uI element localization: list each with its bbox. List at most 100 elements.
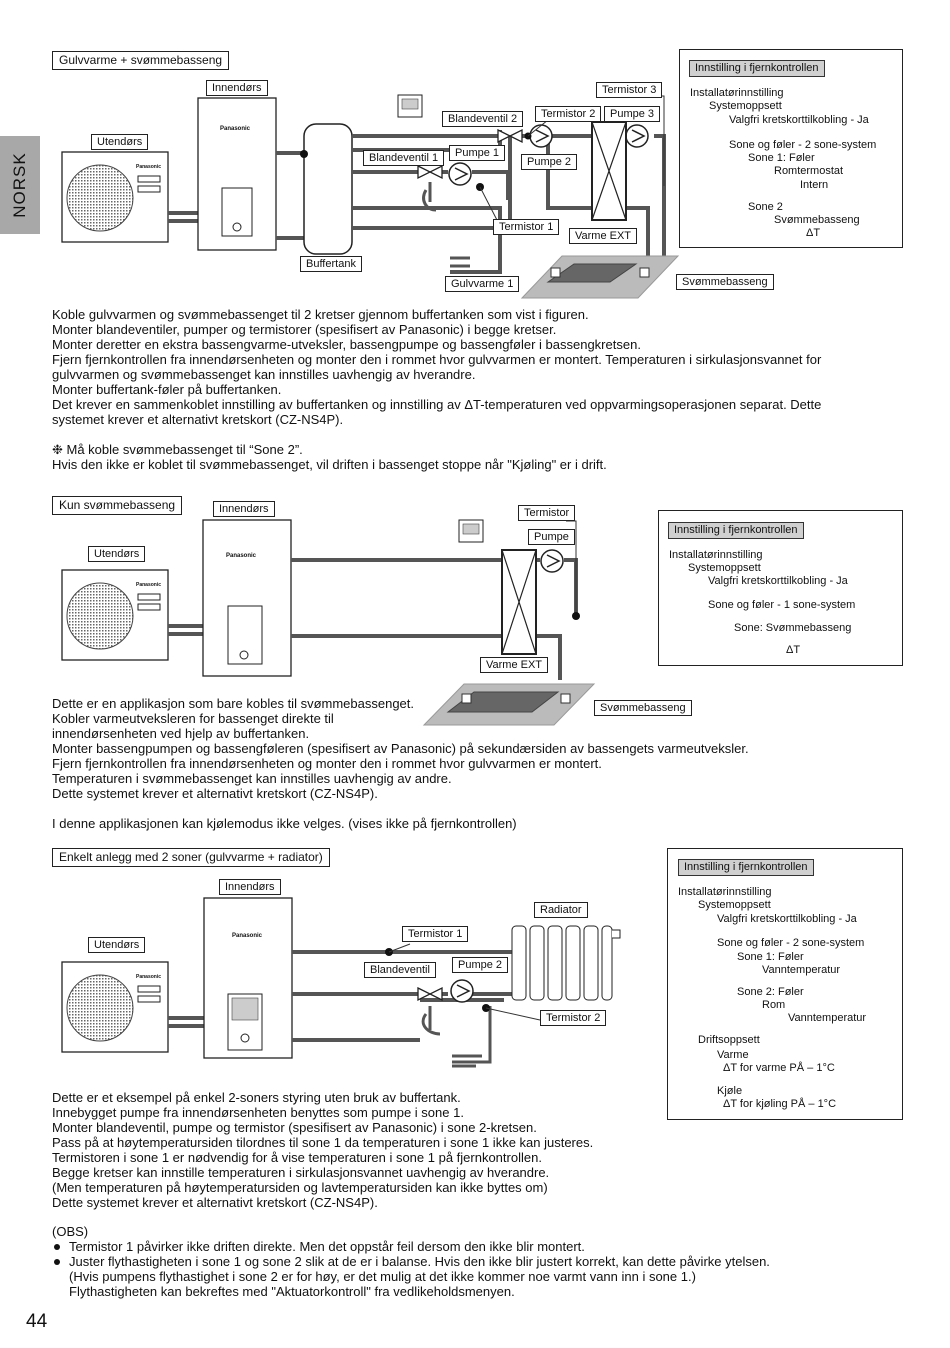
pool-1	[520, 255, 680, 299]
remote-line: Romtermostat	[774, 165, 844, 177]
text-line: Det krever en sammenkoblet innstilling a…	[52, 397, 822, 412]
text-line: I denne applikasjonen kan kjølemodus ikk…	[52, 816, 517, 831]
remote-line: Sone og føler - 2 sone-system	[717, 937, 865, 949]
diagram-3	[61, 897, 621, 1068]
text-line: Temperaturen i svømmebassenget kan innst…	[52, 771, 452, 786]
remote-line: ΔT	[806, 227, 821, 239]
obs-notes: (OBS) Termistor 1 påvirker ikke driften …	[52, 1224, 770, 1299]
text-line: ❉ Må koble svømmebassenget til “Sone 2”.	[52, 442, 303, 457]
brand-label: Panasonic	[136, 164, 162, 170]
language-tab: NORSK	[0, 136, 40, 234]
remote-settings-box-2: Innstilling i fjernkontrollen Installatø…	[658, 510, 903, 666]
text-line: gulvvarmen og svømmebassenget kan innsti…	[52, 367, 476, 382]
text-line: Dette er en applikasjon som bare kobles …	[52, 696, 415, 711]
text-line: Fjern fjernkontrollen fra innendørsenhet…	[52, 756, 602, 771]
remote-line: Sone 2	[748, 201, 783, 213]
heat-exchanger-2	[501, 549, 537, 655]
bullet-icon	[54, 1243, 60, 1250]
remote-line: Valgfri kretskorttilkobling - Ja	[717, 913, 857, 925]
text-line: Monter buffertank-føler på buffertanken.	[52, 382, 282, 397]
label-svommebasseng: Svømmebasseng	[594, 700, 692, 716]
remote-line: Intern	[800, 179, 829, 191]
label-varme-ext: Varme EXT	[569, 228, 638, 244]
label-pumpe: Pumpe	[528, 529, 575, 545]
text-line: Dette systemet krever et alternativt kre…	[52, 786, 378, 801]
section3-title: Enkelt anlegg med 2 soner (gulvvarme + r…	[52, 848, 330, 867]
label-svommebasseng: Svømmebasseng	[676, 274, 774, 290]
text-line: Monter deretter en ekstra bassengvarme-u…	[52, 337, 641, 352]
text-line: innendørsenheten ved hjelp av buffertank…	[52, 726, 310, 741]
label-termistor-2: Termistor 2	[535, 106, 602, 122]
brand-label: Panasonic	[136, 582, 162, 588]
remote-line: Systemoppsett	[688, 562, 761, 574]
label-radiator: Radiator	[534, 902, 588, 918]
outdoor-unit-1	[61, 151, 169, 243]
remote-settings-header: Innstilling i fjernkontrollen	[689, 60, 825, 77]
remote-settings-box-3: Innstilling i fjernkontrollen Installatø…	[667, 848, 903, 1120]
brand-label: Panasonic	[226, 549, 257, 563]
buffer-tank-1	[303, 123, 353, 255]
pump-2-icon	[529, 124, 553, 148]
outdoor-unit-3	[61, 961, 169, 1053]
brand-label: Panasonic	[220, 122, 251, 136]
section1-title: Gulvvarme + svømmebasseng	[52, 51, 230, 70]
label-innendors: Innendørs	[213, 501, 275, 517]
remote-line: Installatørinnstilling	[669, 549, 763, 561]
remote-line: Systemoppsett	[698, 899, 771, 911]
label-varme-ext: Varme EXT	[480, 657, 549, 673]
section3-text: Dette er et eksempel på enkel 2-soners s…	[52, 1090, 593, 1210]
remote-line: Valgfri kretskorttilkobling - Ja	[729, 114, 869, 126]
remote-line: Svømmebasseng	[774, 214, 860, 226]
outdoor-unit-2	[61, 569, 169, 661]
remote-line: Vanntemperatur	[788, 1012, 867, 1024]
text-line: Monter bassengpumpen og bassengføleren (…	[52, 741, 749, 756]
text-line: Monter blandeventiler, pumper og termist…	[52, 322, 557, 337]
label-buffertank: Buffertank	[300, 256, 362, 272]
label-termistor: Termistor	[518, 505, 576, 521]
text-line: Dette er et eksempel på enkel 2-soners s…	[52, 1090, 461, 1105]
label-pumpe-2: Pumpe 2	[452, 957, 509, 973]
indoor-unit-1	[197, 97, 277, 251]
label-blandeventil-2: Blandeventil 2	[442, 111, 524, 127]
label-utendors: Utendørs	[88, 546, 146, 562]
remote-line: ΔT for kjøling PÅ – 1°C	[723, 1098, 837, 1110]
mixing-valve-icon	[417, 986, 443, 1002]
brand-label: Panasonic	[136, 974, 162, 980]
label-utendors: Utendørs	[91, 134, 149, 150]
remote-line: Sone: Svømmebasseng	[734, 622, 852, 634]
remote-settings-header: Innstilling i fjernkontrollen	[678, 859, 814, 876]
label-termistor-1: Termistor 1	[493, 219, 560, 235]
pump-1-icon	[448, 162, 472, 186]
text-line	[52, 427, 821, 442]
remote-line: Kjøle	[717, 1085, 743, 1097]
remote-controller-1-icon	[397, 94, 423, 118]
text-line: Hvis den ikke er koblet til svømmebassen…	[52, 457, 607, 472]
mixing-valve-2-icon	[497, 128, 523, 144]
obs-bullet-text: Termistor 1 påvirker ikke driften direkt…	[69, 1239, 585, 1254]
obs-bullet-text: Juster flythastigheten i sone 1 og sone …	[69, 1254, 770, 1269]
text-line: Innebygget pumpe fra innendørsenheten be…	[52, 1105, 464, 1120]
text-line: systemet krever et alternativt kretskort…	[52, 412, 344, 427]
pump-2-zone-icon	[450, 979, 474, 1003]
remote-line: ΔT	[786, 644, 801, 656]
remote-controller-2-icon	[458, 519, 484, 543]
remote-line: Sone 1: Føler	[737, 951, 804, 963]
remote-line: Systemoppsett	[709, 100, 782, 112]
mixing-valve-1-icon	[417, 164, 443, 180]
heat-exchanger-1	[591, 121, 627, 221]
remote-line: Sone og føler - 1 sone-system	[708, 599, 856, 611]
label-pumpe-2: Pumpe 2	[521, 154, 578, 170]
section1-text: Koble gulvvarmen og svømmebassenget til …	[52, 307, 821, 472]
label-pumpe-1: Pumpe 1	[449, 145, 506, 161]
label-termistor-3: Termistor 3	[596, 82, 663, 98]
label-termistor-1: Termistor 1	[402, 926, 469, 942]
text-line: Begge kretser kan innstille temperaturen…	[52, 1165, 550, 1180]
label-innendors: Innendørs	[206, 80, 268, 96]
page-number: 44	[26, 1311, 48, 1332]
remote-line: Valgfri kretskorttilkobling - Ja	[708, 575, 848, 587]
pool-2	[422, 683, 596, 726]
remote-line: Rom	[762, 999, 786, 1011]
remote-line: Sone 1: Føler	[748, 152, 815, 164]
label-blandeventil: Blandeventil	[364, 962, 436, 978]
